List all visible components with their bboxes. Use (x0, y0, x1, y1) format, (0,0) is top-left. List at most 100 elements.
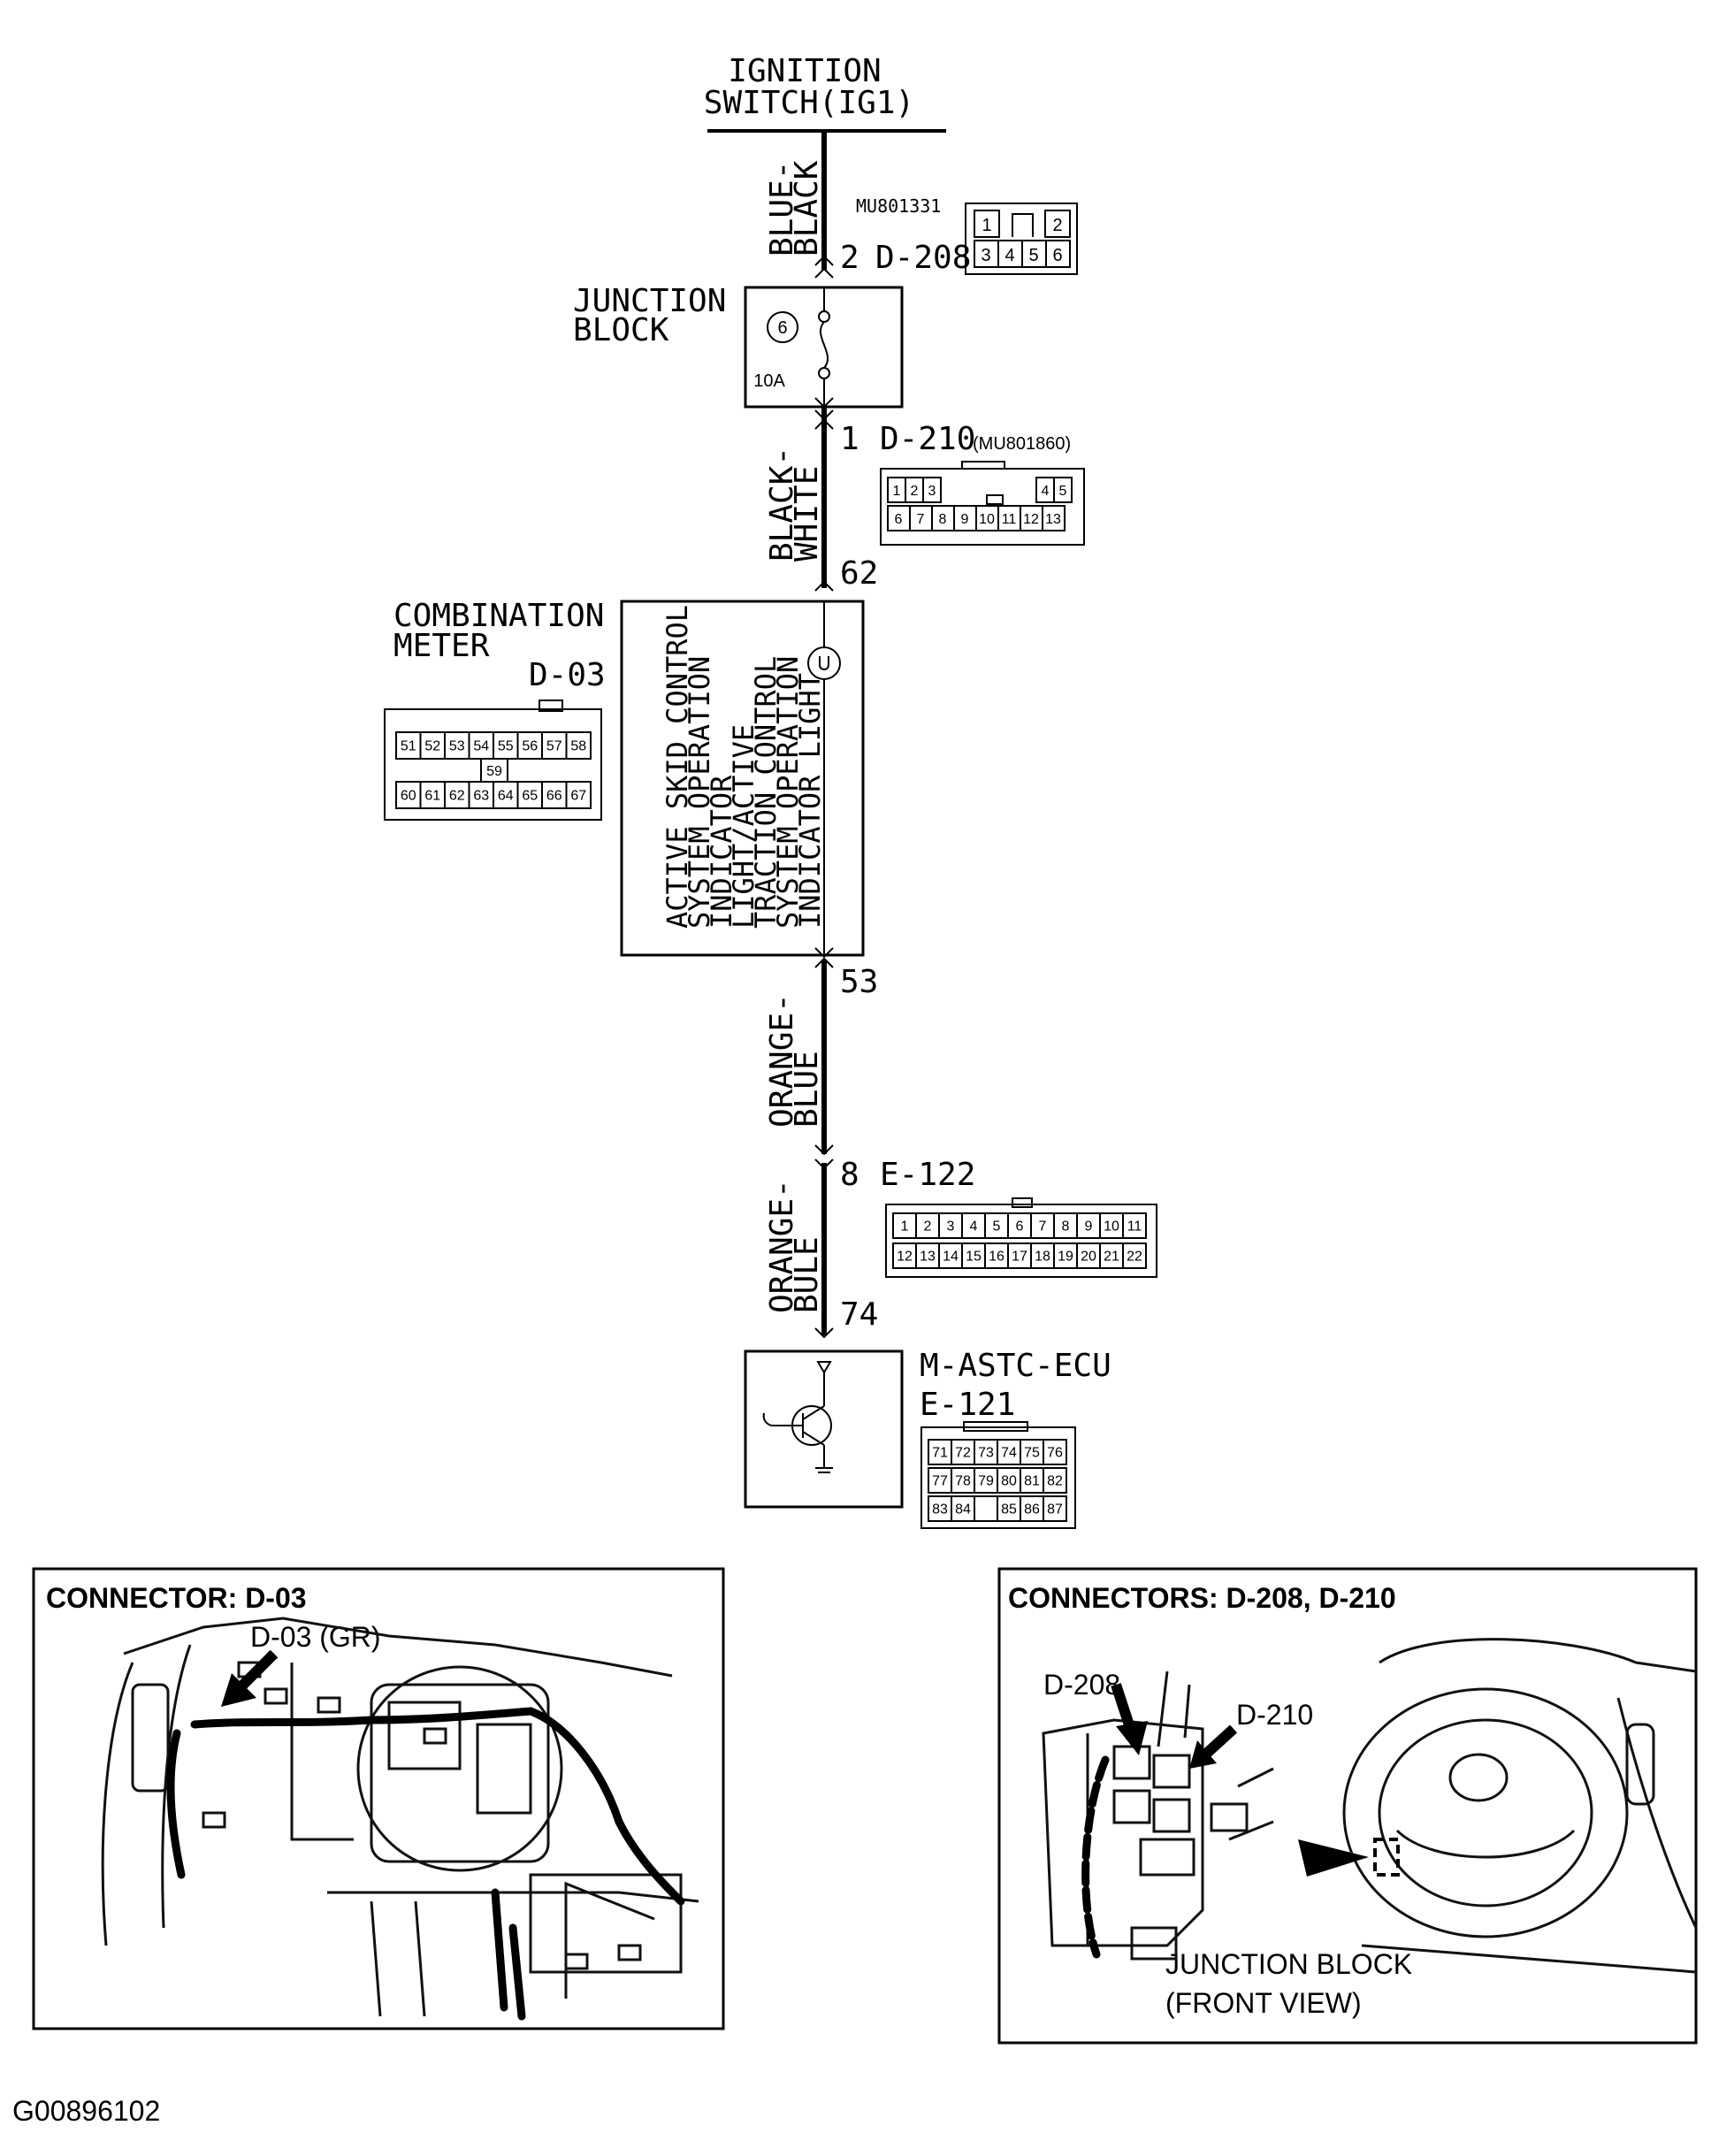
svg-text:SYSTEM OPERATION: SYSTEM OPERATION (683, 656, 716, 929)
svg-text:8: 8 (939, 512, 947, 527)
meter-label-line2: METER (393, 628, 490, 664)
svg-text:12: 12 (1023, 512, 1039, 527)
connector-pin-number: 87 (1047, 1502, 1063, 1518)
connector-pin-number: 12 (897, 1250, 913, 1265)
wire-label-4: ORANGE- BULE (764, 1179, 825, 1313)
svg-text:WHITE: WHITE (789, 466, 825, 562)
figure-code: G00896102 (12, 2095, 160, 2127)
d208-pin: 2 (840, 240, 859, 276)
svg-text:BULE: BULE (789, 1236, 825, 1313)
panel-left-heading: CONNECTOR: D-03 (46, 1582, 307, 1614)
connector-cell (974, 1495, 998, 1522)
d210-id: D-210 (880, 421, 975, 457)
junction-label-line1: JUNCTION (573, 283, 726, 319)
d208-id: D-208 (875, 240, 971, 276)
junction-label-line2: BLOCK (573, 312, 669, 348)
connector-pin-number: 57 (546, 739, 562, 754)
connector-pin-number: 19 (1058, 1250, 1073, 1265)
connector-pin-number: 13 (920, 1250, 936, 1265)
junction-caption-line1: JUNCTION BLOCK (1165, 1948, 1412, 1980)
d208-cell: 2 (1052, 216, 1062, 235)
connector-pin-number: 3 (947, 1219, 955, 1235)
connector-pin-number: 76 (1047, 1446, 1063, 1461)
connector-pin-number: 75 (1024, 1446, 1040, 1461)
connector-pin-number: 56 (522, 739, 538, 754)
connector-pin-number: 7 (1039, 1219, 1047, 1235)
connector-pin-number: 15 (966, 1250, 982, 1265)
connector-pin-number: 84 (955, 1502, 971, 1518)
connector-pin-number: 52 (424, 739, 440, 754)
connector-pin-number: 77 (932, 1474, 948, 1489)
svg-text:BLACK-: BLACK- (764, 447, 800, 562)
d208-callout-label: D-208 (1043, 1669, 1120, 1701)
combination-meter-box (620, 600, 865, 957)
connector-pin-number: 85 (1001, 1502, 1017, 1518)
connector-pin-number: 18 (1035, 1250, 1050, 1265)
connector-pin-number: 55 (498, 739, 514, 754)
meter-pin-out: 53 (840, 964, 878, 1000)
connector-pin-number: 11 (1127, 1219, 1142, 1235)
d208-cell: 4 (1004, 246, 1014, 265)
d210-arrow-icon (1189, 1724, 1238, 1769)
connector-pin-number: 14 (943, 1250, 959, 1265)
connector-pin-number: 71 (932, 1446, 948, 1461)
connector-pin-number: 80 (1001, 1474, 1017, 1489)
connector-cell (565, 731, 592, 760)
wire-label-3: ORANGE- BLUE (764, 993, 825, 1128)
connector-pin-number: 64 (498, 789, 514, 804)
connector-pin-number: 67 (570, 789, 586, 804)
svg-text:SYSTEM OPERATION: SYSTEM OPERATION (771, 656, 805, 929)
connector-pin-number: 81 (1024, 1474, 1040, 1489)
connector-pin-number: 73 (978, 1446, 994, 1461)
fuse-number: 6 (777, 318, 787, 338)
connector-pin-number: 72 (955, 1446, 971, 1461)
svg-text:LIGHT/ACTIVE: LIGHT/ACTIVE (727, 724, 760, 929)
connector-cell (1043, 1439, 1067, 1465)
svg-text:9: 9 (961, 512, 969, 527)
d210-callout-label: D-210 (1236, 1699, 1313, 1731)
connector-pin-number: 51 (401, 739, 416, 754)
connector-pin-number: 60 (401, 789, 416, 804)
e122-id: E-122 (880, 1157, 975, 1193)
connector-pin-number: 78 (955, 1474, 971, 1489)
connector-pin-number: 16 (989, 1250, 1004, 1265)
svg-text:1: 1 (893, 484, 901, 499)
d208-connector-face: 1 2 3 4 5 6 (965, 203, 1078, 275)
connector-pin-number: 10 (1104, 1219, 1119, 1235)
connector-pin-number: 9 (1085, 1219, 1093, 1235)
d208-cell: 1 (982, 216, 991, 235)
svg-text:BLACK: BLACK (789, 160, 825, 256)
panel-right-heading: CONNECTORS: D-208, D-210 (1008, 1582, 1396, 1614)
connector-pin-number: 82 (1047, 1474, 1063, 1489)
connector-cell (1122, 1212, 1147, 1239)
d208-part: MU801331 (856, 195, 941, 217)
svg-text:4: 4 (1042, 484, 1050, 499)
svg-text:2: 2 (911, 484, 919, 499)
connector-pin-number: 21 (1104, 1250, 1119, 1265)
connector-pin-number: 53 (449, 739, 465, 754)
fuse-rating: 10A (753, 371, 785, 391)
steering-wheel-illustration (1342, 1638, 1698, 1974)
svg-text:INDICATOR: INDICATOR (705, 775, 738, 929)
connector-pin-number: 4 (970, 1219, 978, 1235)
d208-cell: 3 (981, 246, 990, 265)
panel-connectors-d208-d210 (997, 1567, 1698, 2045)
svg-text:ORANGE-: ORANGE- (764, 993, 800, 1128)
fuse-number-circle (767, 311, 798, 343)
d03-arrow-icon (221, 1649, 279, 1707)
d210-connector-face: 1 2 3 4 5 6 7 8 9 10 11 12 13 (880, 461, 1085, 546)
meter-id: D-03 (529, 657, 606, 693)
fuse-symbol (818, 287, 830, 407)
e122-pin: 8 (840, 1157, 859, 1193)
svg-text:5: 5 (1059, 484, 1067, 499)
wire-label-2: BLACK- WHITE (764, 447, 825, 562)
d208-cell: 5 (1028, 246, 1038, 265)
svg-text:10: 10 (979, 512, 995, 527)
ecu-pin: 74 (840, 1296, 878, 1333)
